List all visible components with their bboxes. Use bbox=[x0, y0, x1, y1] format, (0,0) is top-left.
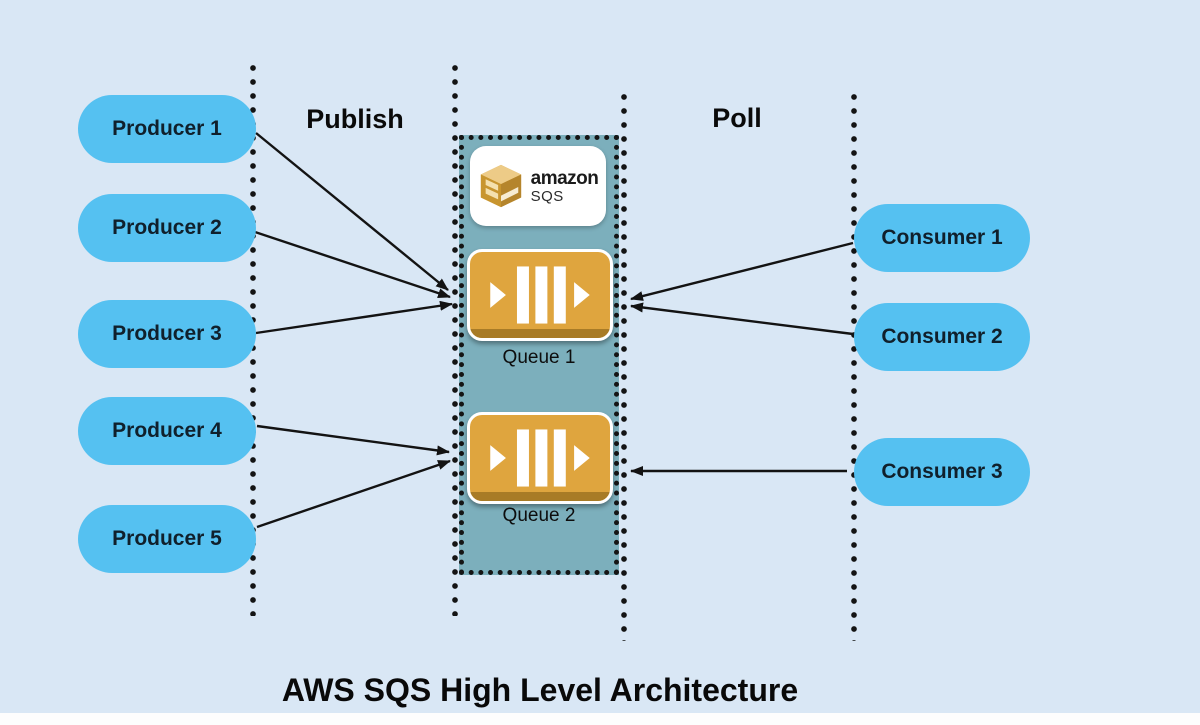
separator-line-consumers bbox=[851, 93, 857, 641]
arrow-producer-3-to-queue-1 bbox=[255, 300, 453, 335]
sqs-region: amazon SQS Queue 1 bbox=[459, 135, 619, 575]
consumer-1-node: Consumer 1 bbox=[854, 204, 1030, 272]
amazon-sqs-icon bbox=[480, 164, 521, 208]
arrow-producer-2-to-queue-1 bbox=[254, 230, 451, 299]
sqs-product-text: SQS bbox=[530, 187, 564, 205]
queue-glyph bbox=[490, 266, 590, 324]
producer-3-node: Producer 3 bbox=[78, 300, 256, 368]
producer-5-node: Producer 5 bbox=[78, 505, 256, 573]
arrow-producer-4-to-queue-2 bbox=[256, 424, 450, 456]
amazon-sqs-logo-card: amazon SQS bbox=[470, 146, 606, 226]
arrow-producer-1-to-queue-1 bbox=[255, 132, 449, 291]
consumer-2-node: Consumer 2 bbox=[854, 303, 1030, 371]
producer-2-node: Producer 2 bbox=[78, 194, 256, 262]
queue-2-label: Queue 2 bbox=[502, 505, 576, 526]
consumer-3-node: Consumer 3 bbox=[854, 438, 1030, 506]
publish-zone-label: Publish bbox=[306, 104, 404, 134]
queue-2-icon bbox=[467, 412, 613, 504]
queue-1-icon bbox=[467, 249, 613, 341]
diagram-title: AWS SQS High Level Architecture bbox=[281, 672, 799, 708]
arrow-consumer-1-to-queue-1 bbox=[630, 241, 854, 301]
arrow-producer-5-to-queue-2 bbox=[256, 459, 451, 529]
separator-line-publish bbox=[452, 64, 458, 616]
queue-icon-base bbox=[470, 492, 610, 501]
amazon-brand-text: amazon bbox=[530, 167, 599, 189]
bottom-strip bbox=[0, 713, 1200, 725]
amazon-sqs-wordmark: amazon SQS bbox=[531, 169, 599, 204]
separator-line-poll bbox=[621, 93, 627, 641]
poll-zone-label: Poll bbox=[712, 103, 762, 133]
producer-4-node: Producer 4 bbox=[78, 397, 256, 465]
queue-icon-base bbox=[470, 329, 610, 338]
queue-1-label: Queue 1 bbox=[502, 347, 576, 368]
queue-glyph bbox=[490, 429, 590, 487]
arrow-consumer-2-to-queue-1 bbox=[630, 302, 854, 336]
producer-1-node: Producer 1 bbox=[78, 95, 256, 163]
